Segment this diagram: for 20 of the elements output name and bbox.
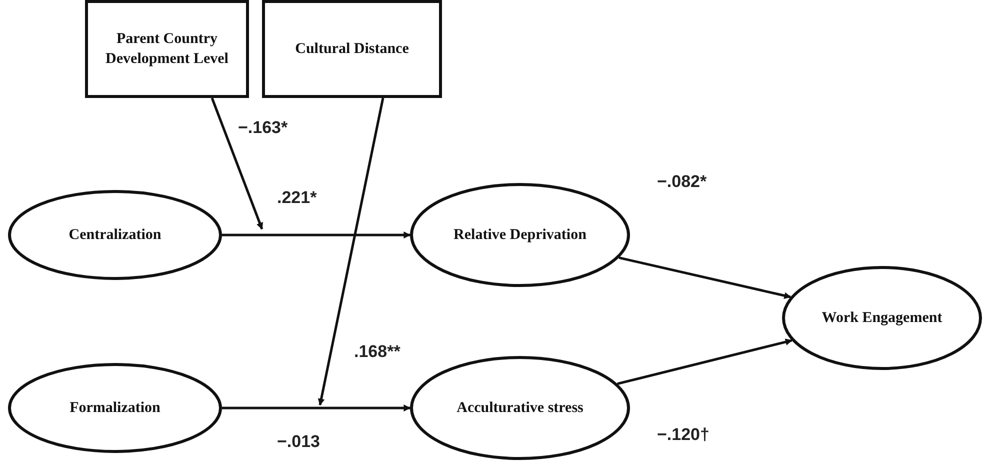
arrow (222, 232, 411, 238)
node-label: Parent Country Development Level (104, 30, 230, 69)
node-label: Work Engagement (820, 309, 944, 328)
moderator-box (85, 0, 249, 98)
moderator-box (262, 0, 442, 98)
arrow (617, 338, 792, 385)
variable-ellipse (8, 190, 222, 280)
arrow (222, 404, 411, 412)
node-label: Acculturative stress (456, 399, 584, 418)
arrow (210, 98, 264, 230)
arrow (618, 256, 792, 300)
node-label: Cultural Distance (294, 40, 410, 59)
variable-ellipse (410, 183, 630, 287)
arrow (318, 98, 384, 406)
variable-ellipse (782, 266, 982, 370)
node-label: Relative Deprivation (452, 226, 588, 245)
node-label: Formalization (68, 399, 162, 418)
variable-ellipse (410, 356, 630, 460)
variable-ellipse (8, 363, 222, 453)
node-label: Centralization (68, 226, 162, 245)
